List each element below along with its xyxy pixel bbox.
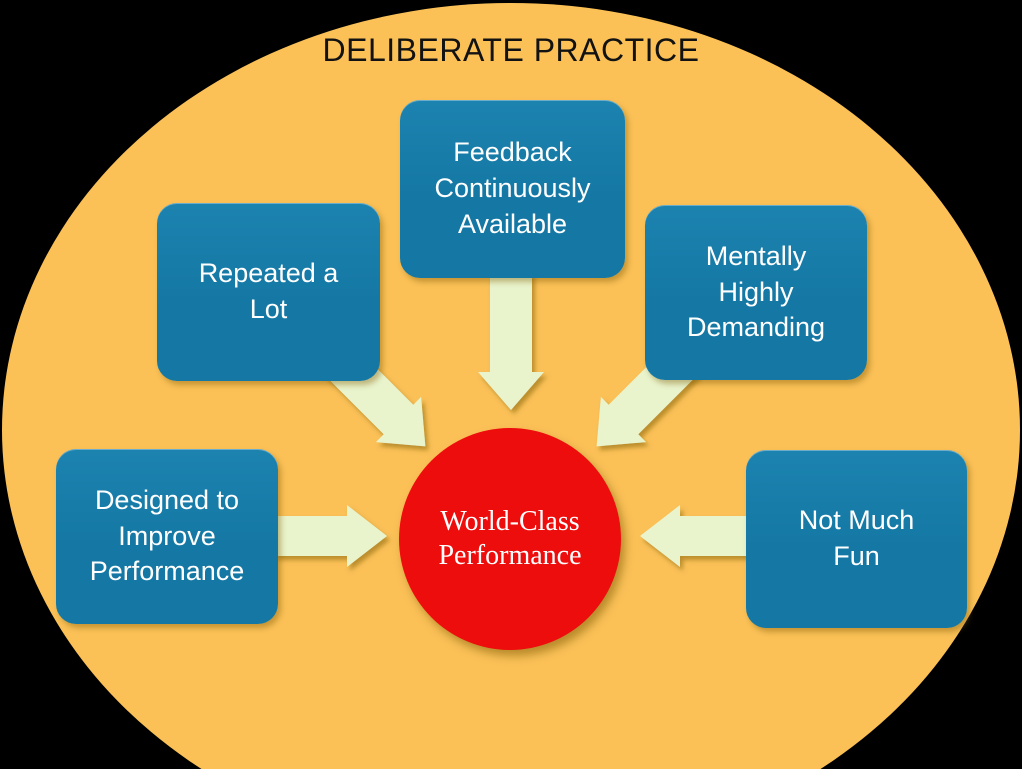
- node-label: Designed to Improve Performance: [89, 484, 245, 587]
- node-mentally-highly-demanding: Mentally Highly Demanding: [645, 205, 867, 380]
- node-repeated-a-lot: Repeated a Lot: [157, 203, 380, 381]
- node-feedback-continuously-available: Feedback Continuously Available: [400, 100, 625, 278]
- node-designed-to-improve-performance: Designed to Improve Performance: [56, 449, 278, 624]
- node-label: Mentally Highly Demanding: [686, 240, 826, 343]
- node-not-much-fun: Not Much Fun: [746, 450, 967, 628]
- center-node-world-class-performance: World-Class Performance: [399, 428, 621, 650]
- center-node-label: World-Class Performance: [438, 505, 582, 571]
- node-label: Not Much Fun: [798, 505, 915, 571]
- node-label: Repeated a Lot: [198, 258, 339, 324]
- diagram-title: DELIBERATE PRACTICE: [322, 32, 700, 68]
- node-label: Feedback Continuously Available: [434, 137, 591, 239]
